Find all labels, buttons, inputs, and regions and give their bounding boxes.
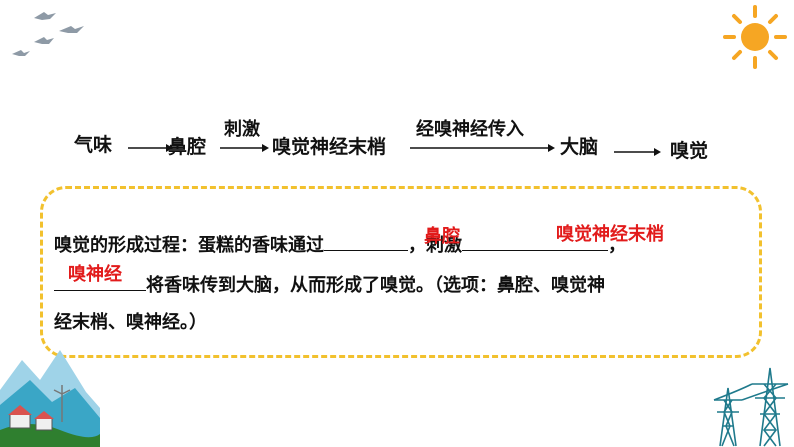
- flow-step-sense-of-smell: 嗅觉: [670, 140, 709, 162]
- arrow-label-via-olfactory-nerve: 经嗅神经传入: [416, 119, 524, 140]
- answer-nasal-cavity: 鼻腔: [424, 226, 460, 247]
- birds-icon: [12, 12, 84, 56]
- answer-olfactory-nerve: 嗅神经: [68, 264, 122, 285]
- landscape-illustration: [0, 350, 100, 447]
- question-text-1b: ，刺激: [408, 235, 462, 256]
- arrow-label-stimulate: 刺激: [224, 119, 260, 140]
- power-tower-icon: [713, 367, 789, 447]
- flow-step-olfactory-nerve-endings: 嗅觉神经末梢: [272, 136, 387, 158]
- answer-olfactory-nerve-endings: 嗅觉神经末梢: [556, 224, 664, 245]
- flow-step-smell: 气味: [74, 134, 113, 156]
- question-line-2: 将香味传到大脑，从而形成了嗅觉。（选项：鼻腔、嗅觉神: [54, 270, 754, 297]
- question-text-1a: 嗅觉的形成过程：蛋糕的香味通过: [54, 235, 324, 256]
- question-text-1c: ，: [608, 235, 626, 256]
- question-text-2a: 将香味传到大脑，从而形成了嗅觉。（选项：鼻腔、嗅觉神: [146, 275, 605, 296]
- arrow-2: [220, 144, 269, 152]
- arrow-4: [614, 148, 661, 156]
- question-text-3: 经末梢、嗅神经。）: [54, 312, 207, 333]
- flow-step-brain: 大脑: [560, 136, 599, 158]
- flow-step-nasal-cavity: 鼻腔: [168, 136, 207, 158]
- arrow-1: [128, 144, 173, 152]
- sun-icon: [723, 5, 787, 69]
- question-line-3: 经末梢、嗅神经。）: [54, 312, 754, 334]
- question-frame: [40, 186, 762, 358]
- answer-blank-1: [324, 230, 408, 251]
- answer-blank-3: [54, 270, 146, 291]
- answer-blank-2: [462, 230, 608, 251]
- question-line-1: 嗅觉的形成过程：蛋糕的香味通过 ，刺激 ，: [54, 230, 754, 257]
- arrow-3: [410, 144, 555, 152]
